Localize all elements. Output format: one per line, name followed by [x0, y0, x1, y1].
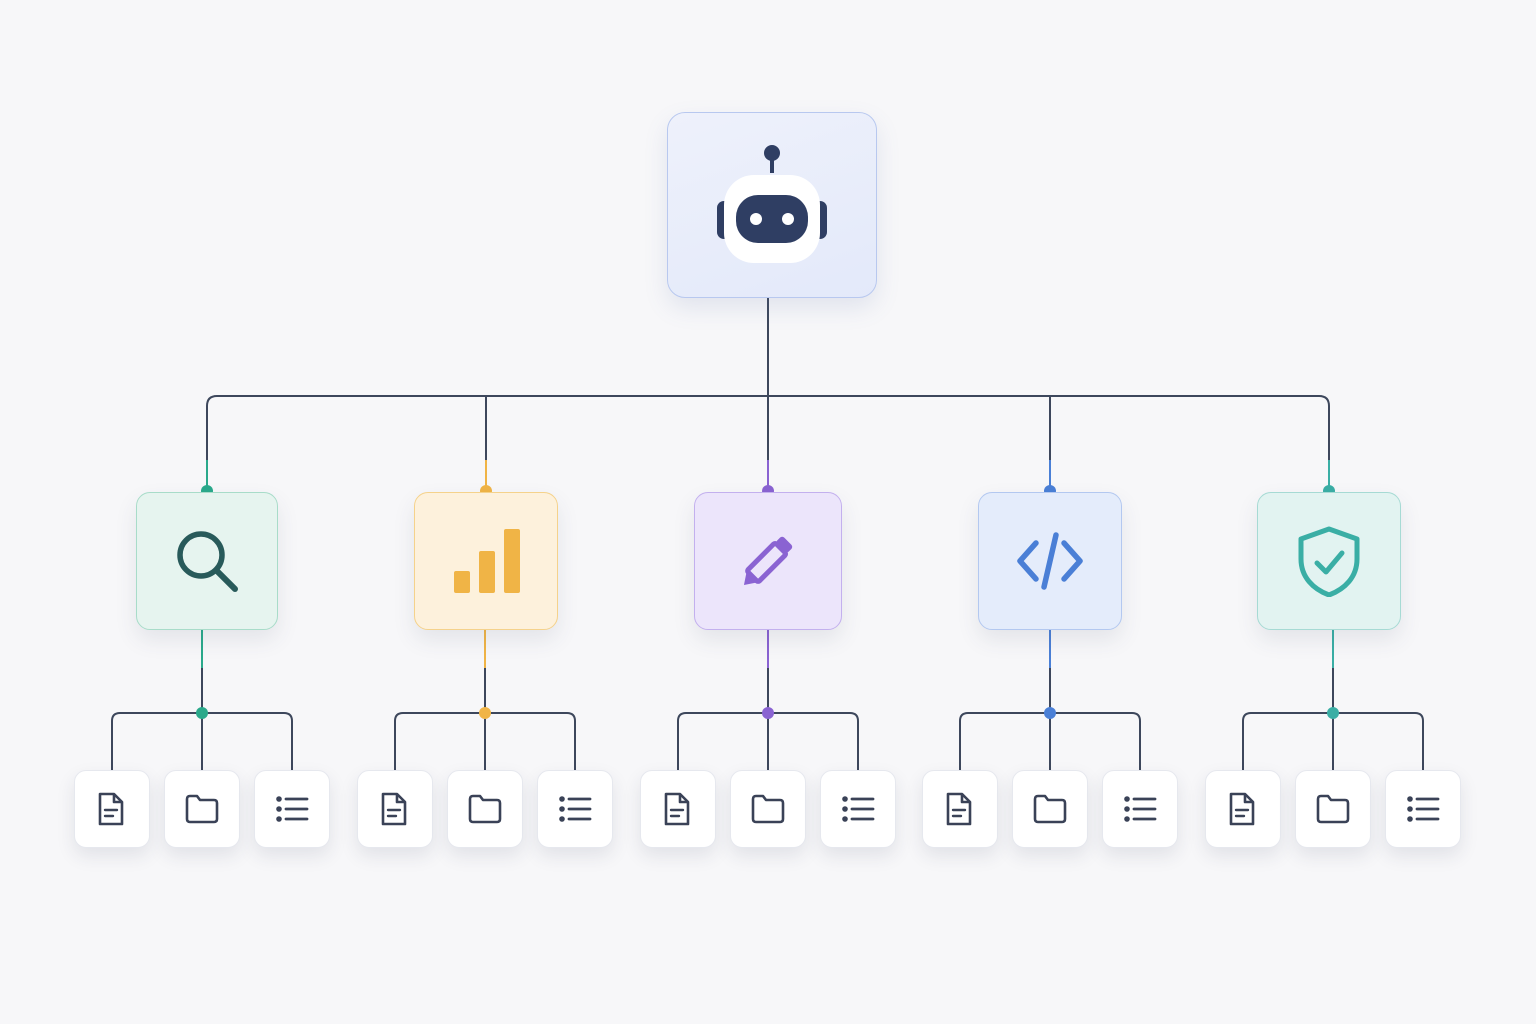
leaf-node-folder[interactable] — [164, 770, 240, 848]
folder-icon — [1033, 794, 1067, 824]
list-icon — [276, 796, 309, 822]
folder-icon — [1316, 794, 1350, 824]
leaf-node-folder[interactable] — [730, 770, 806, 848]
trunk-line — [206, 395, 1330, 492]
sub-branch-line — [111, 712, 293, 770]
agent-node-security[interactable] — [1257, 492, 1401, 630]
magnifier-icon — [177, 531, 238, 592]
leaf-node-list[interactable] — [254, 770, 330, 848]
sub-branch-dot — [196, 707, 208, 719]
pencil-icon — [743, 536, 793, 586]
agent-node-analytics[interactable] — [414, 492, 558, 630]
leaf-node-folder[interactable] — [1295, 770, 1371, 848]
document-icon — [381, 792, 407, 826]
leaf-node-list[interactable] — [820, 770, 896, 848]
document-icon — [98, 792, 124, 826]
code-icon — [1017, 532, 1083, 590]
leaf-node-list[interactable] — [537, 770, 613, 848]
root-agent-node[interactable] — [667, 112, 877, 298]
agent-node-write[interactable] — [694, 492, 842, 630]
document-icon — [946, 792, 972, 826]
leaf-node-document[interactable] — [922, 770, 998, 848]
leaf-node-document[interactable] — [357, 770, 433, 848]
sub-branch-dot — [1327, 707, 1339, 719]
shield-check-icon — [1298, 526, 1360, 597]
bar-chart-icon — [454, 529, 520, 593]
leaf-node-document[interactable] — [1205, 770, 1281, 848]
folder-icon — [751, 794, 785, 824]
sub-branch-line — [1242, 712, 1424, 770]
leaf-node-document[interactable] — [74, 770, 150, 848]
robot-icon — [717, 145, 827, 263]
sub-branch-dot — [1044, 707, 1056, 719]
leaf-node-list[interactable] — [1385, 770, 1461, 848]
sub-branch-line — [394, 712, 576, 770]
sub-branch-line — [677, 712, 859, 770]
folder-icon — [468, 794, 502, 824]
sub-branch-dot — [479, 707, 491, 719]
document-icon — [664, 792, 690, 826]
leaf-node-document[interactable] — [640, 770, 716, 848]
list-icon — [1124, 796, 1157, 822]
folder-icon — [185, 794, 219, 824]
leaf-node-folder[interactable] — [447, 770, 523, 848]
document-icon — [1229, 792, 1255, 826]
sub-branch-line — [959, 712, 1141, 770]
list-icon — [1407, 796, 1440, 822]
list-icon — [559, 796, 592, 822]
agent-node-search[interactable] — [136, 492, 278, 630]
sub-branch-dot — [762, 707, 774, 719]
leaf-node-folder[interactable] — [1012, 770, 1088, 848]
list-icon — [842, 796, 875, 822]
agent-node-code[interactable] — [978, 492, 1122, 630]
leaf-node-list[interactable] — [1102, 770, 1178, 848]
